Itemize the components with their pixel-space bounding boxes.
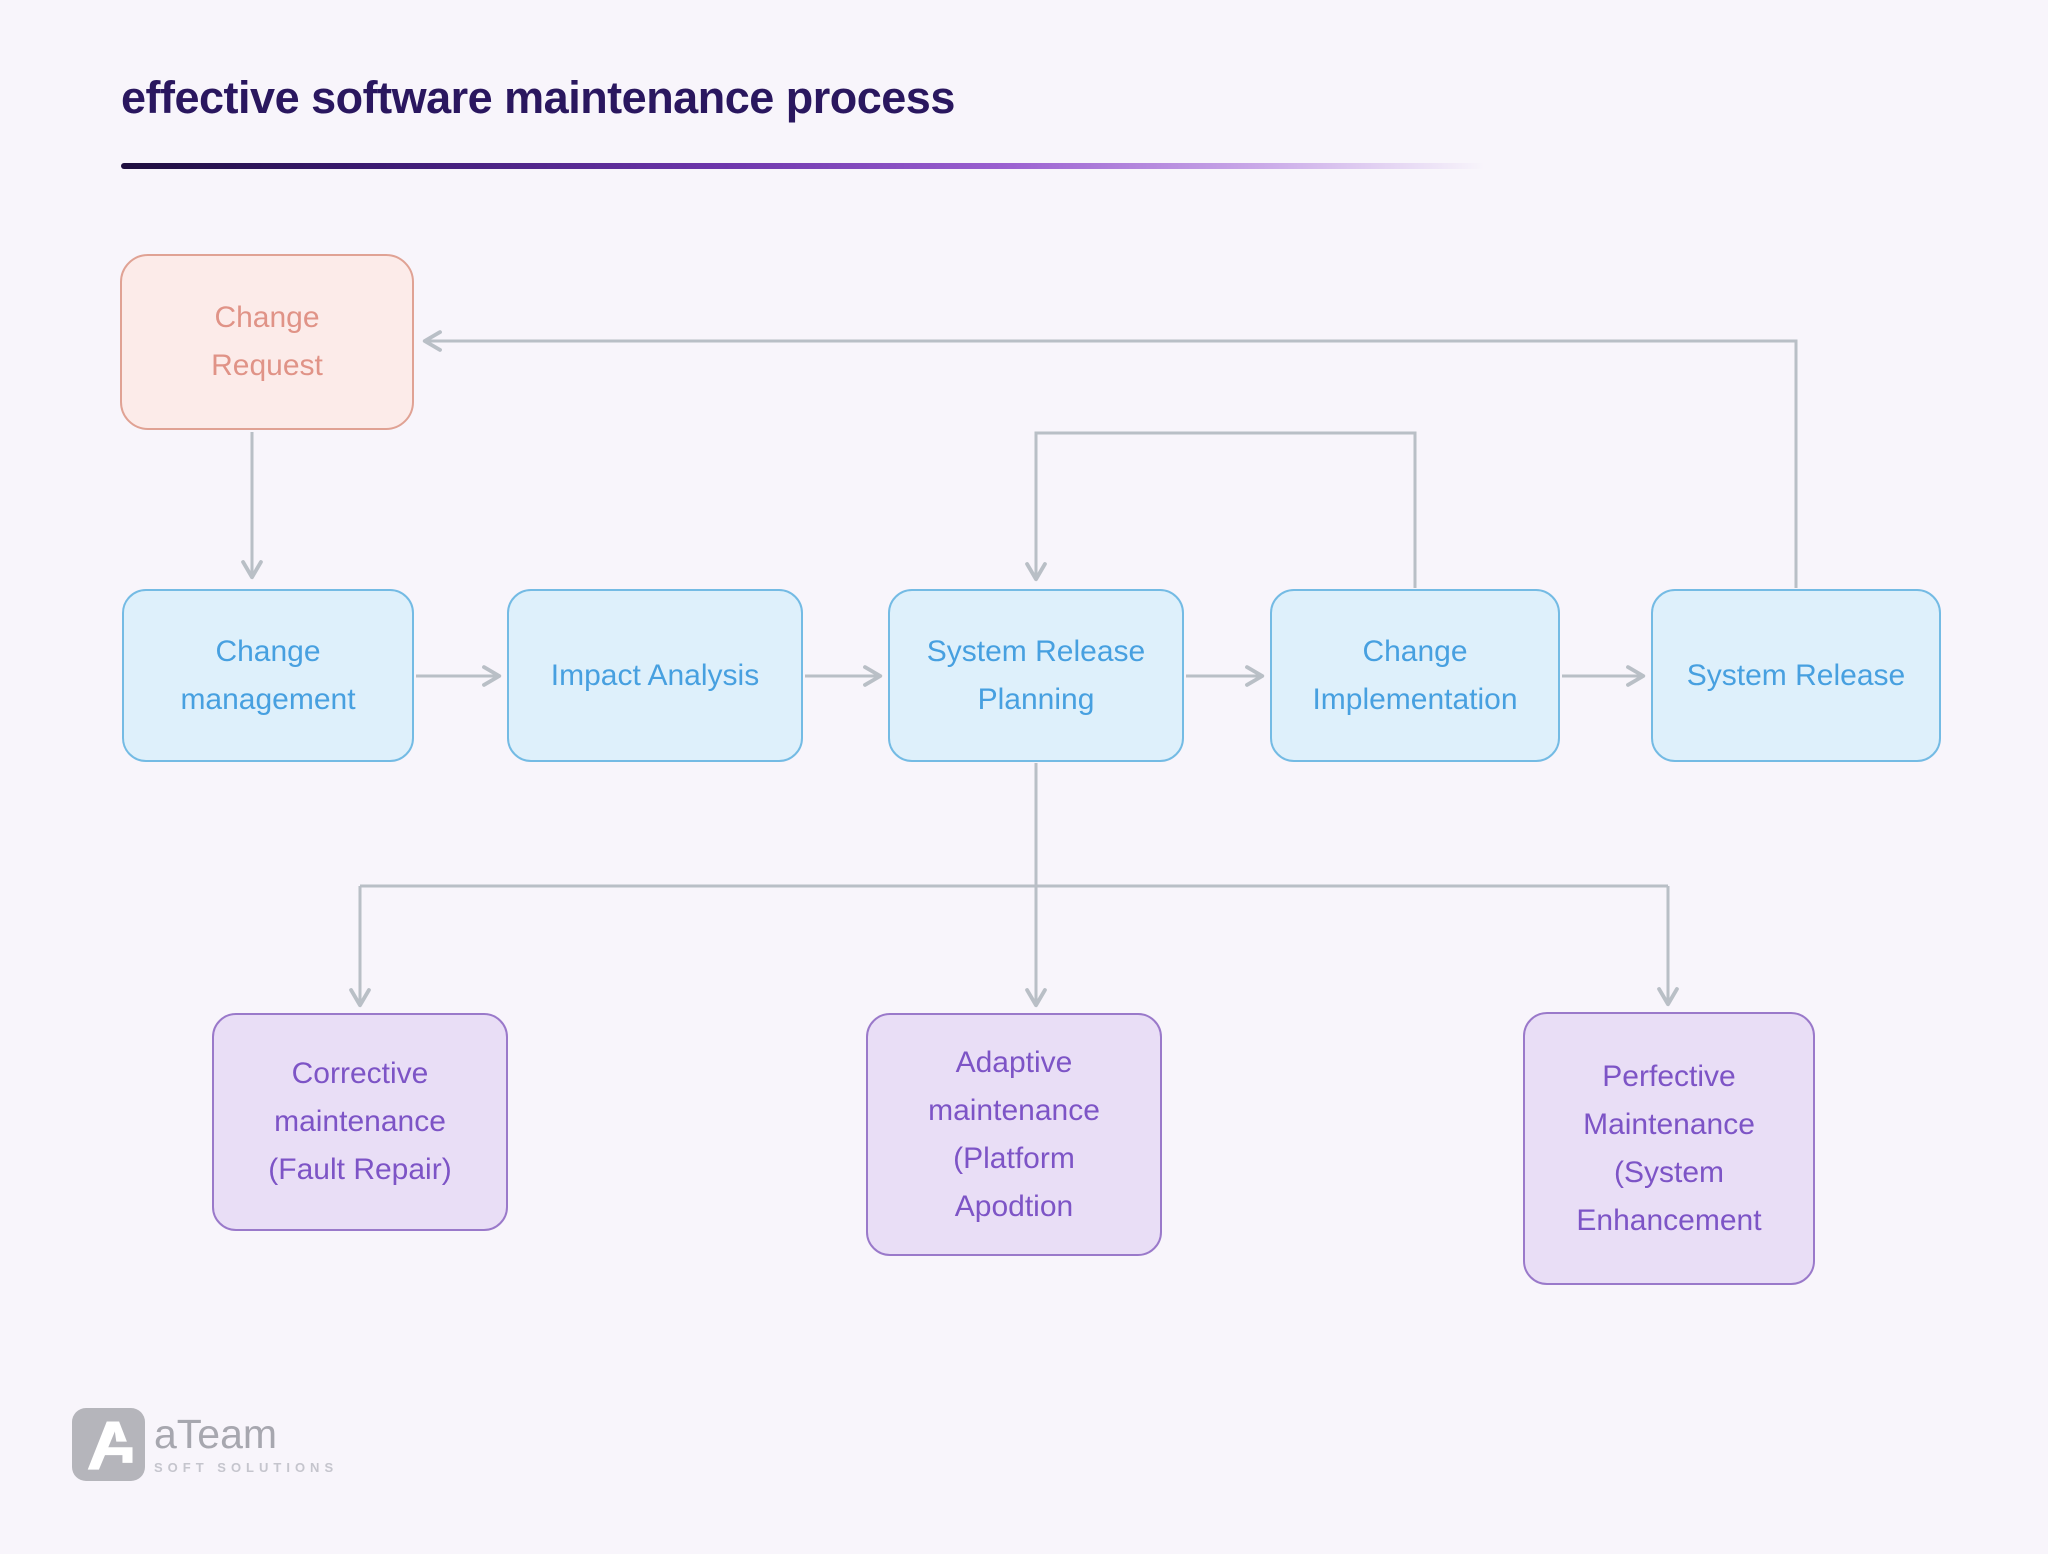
letter-a-icon	[87, 1420, 133, 1470]
node-system-release: System Release	[1651, 589, 1941, 762]
edge-system-release-to-change-request	[422, 330, 1798, 588]
node-change-implementation: Change Implementation	[1270, 589, 1560, 762]
edge-change-implementation-to-system-release-planning	[1025, 431, 1417, 588]
node-impact-analysis: Impact Analysis	[507, 589, 803, 762]
page-title: effective software maintenance process	[121, 72, 955, 123]
ateam-logo: aTeam SOFT SOLUTIONS	[72, 1408, 338, 1481]
ateam-monogram-icon	[72, 1408, 145, 1481]
logo-name: aTeam	[154, 1411, 278, 1457]
node-change-management: Change management	[122, 589, 414, 762]
node-perfective-maintenance: Perfective Maintenance (System Enhanceme…	[1523, 1012, 1815, 1285]
logo-text: aTeam SOFT SOLUTIONS	[154, 1408, 339, 1476]
node-corrective-maintenance: Corrective maintenance (Fault Repair)	[212, 1013, 508, 1231]
node-change-request: Change Request	[120, 254, 414, 430]
title-underline-gradient	[121, 163, 1541, 169]
logo-tagline: SOFT SOLUTIONS	[154, 1460, 339, 1475]
node-system-release-planning: System Release Planning	[888, 589, 1184, 762]
node-adaptive-maintenance: Adaptive maintenance (Platform Apodtion	[866, 1013, 1162, 1256]
